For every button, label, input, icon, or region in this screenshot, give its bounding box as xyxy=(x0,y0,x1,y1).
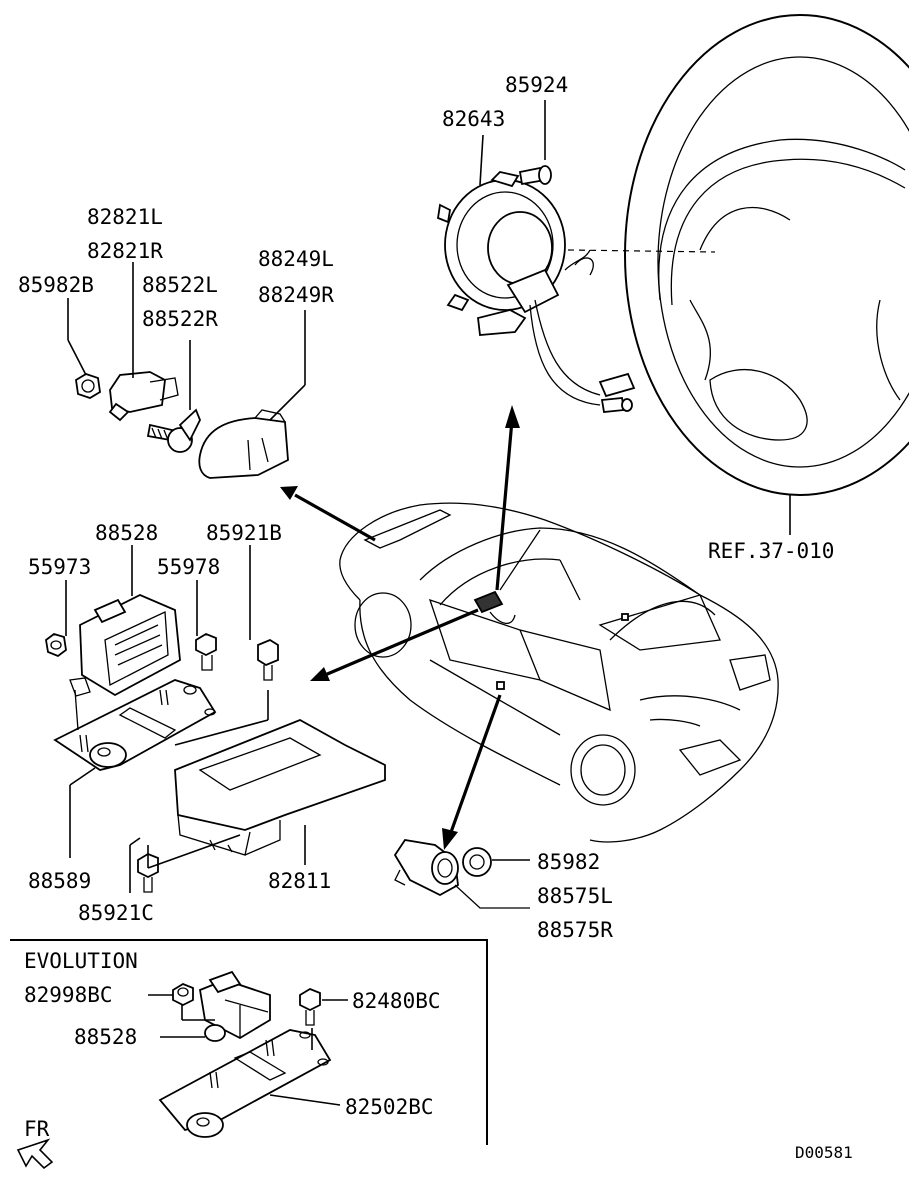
label-evolution: EVOLUTION xyxy=(24,949,138,973)
label-55978: 55978 xyxy=(157,555,220,579)
label-88575l: 88575L xyxy=(537,884,613,908)
evolution-nut-82998bc xyxy=(148,982,215,1021)
part-labels: 85924 82643 82821L 82821R 85982B 88522L … xyxy=(18,73,853,1162)
label-55973: 55973 xyxy=(28,555,91,579)
sensor-88528 xyxy=(69,545,181,697)
airbag-module-82811 xyxy=(174,719,386,865)
nut-85982 xyxy=(462,847,530,877)
label-88249l: 88249L xyxy=(258,247,334,271)
clock-spring-82643 xyxy=(437,134,636,413)
label-82480bc: 82480BC xyxy=(352,989,441,1013)
nut-55978 xyxy=(195,580,217,671)
bolt-85921b xyxy=(174,545,279,746)
nut-85982b xyxy=(67,298,101,399)
label-88528: 88528 xyxy=(95,521,158,545)
label-82821l: 82821L xyxy=(87,205,163,229)
label-88522r: 88522R xyxy=(142,307,218,331)
label-ref-37-010: REF.37-010 xyxy=(708,539,834,563)
car-body xyxy=(339,502,779,843)
label-85982: 85982 xyxy=(537,850,600,874)
label-88522l: 88522L xyxy=(142,273,218,297)
label-82502bc: 82502BC xyxy=(345,1095,434,1119)
screw-85924 xyxy=(518,100,552,186)
bolt-88522 xyxy=(146,340,201,453)
evolution-sensor-88528 xyxy=(160,970,271,1042)
label-85921b: 85921B xyxy=(206,521,282,545)
sensor-88575 xyxy=(393,839,530,909)
fr-arrow-icon xyxy=(16,1138,54,1170)
cover-88249 xyxy=(198,310,306,479)
label-88528-evolution: 88528 xyxy=(74,1025,137,1049)
label-88589: 88589 xyxy=(28,869,91,893)
label-82998bc: 82998BC xyxy=(24,983,113,1007)
label-82643: 82643 xyxy=(442,107,505,131)
label-82821r: 82821R xyxy=(87,239,163,263)
evolution-box xyxy=(10,939,488,1145)
sensor-82821 xyxy=(108,262,179,422)
label-diagram-code: D00581 xyxy=(795,1143,853,1162)
bracket-88589 xyxy=(53,679,217,858)
label-fr: FR xyxy=(24,1117,50,1141)
label-88249r: 88249R xyxy=(258,283,334,307)
label-85924: 85924 xyxy=(505,73,568,97)
label-82811: 82811 xyxy=(268,869,331,893)
evolution-bolt-82480bc xyxy=(299,987,348,1050)
label-88575r: 88575R xyxy=(537,918,613,942)
bolt-85921c xyxy=(129,834,241,893)
label-85921c: 85921C xyxy=(78,901,154,925)
arrows xyxy=(280,405,520,850)
steering-wheel xyxy=(567,14,909,535)
nut-55973 xyxy=(45,580,67,658)
evolution-bracket xyxy=(158,1029,341,1138)
label-85982b: 85982B xyxy=(18,273,94,297)
